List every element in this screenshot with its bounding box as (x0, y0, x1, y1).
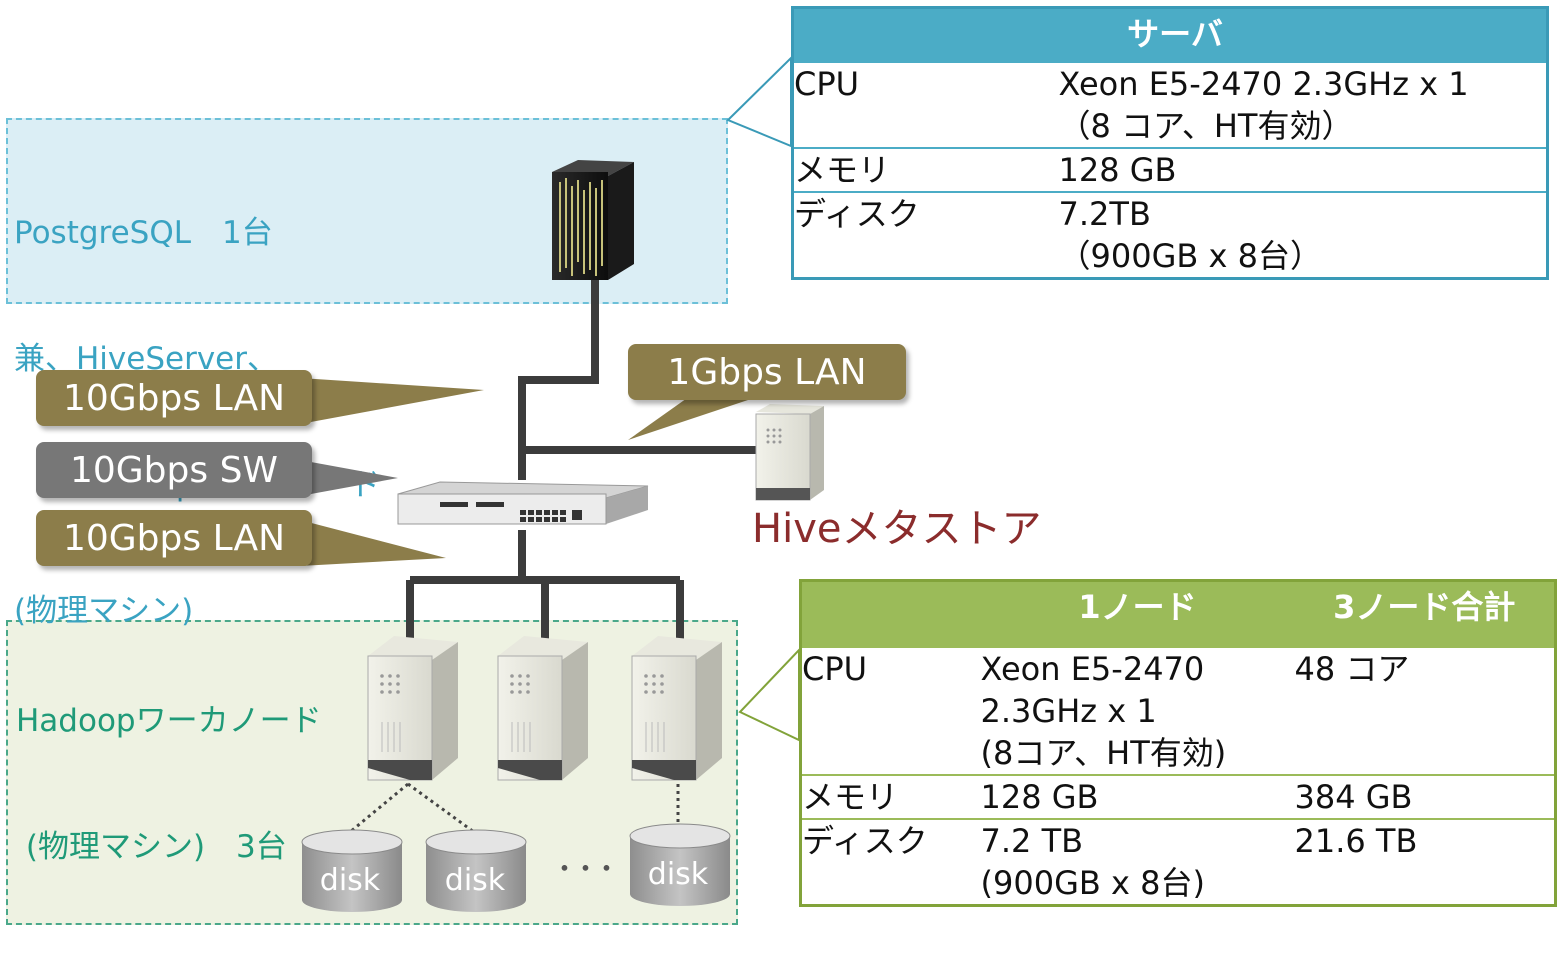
worker-line: Hadoopワーカノード (16, 703, 322, 739)
switch-label: 10Gbps SW (69, 449, 279, 491)
table-row: メモリ 128 GB (792, 147, 1548, 192)
server-table-header: サーバ (792, 7, 1548, 62)
total-value: 384 GB (1294, 774, 1556, 819)
value-line: （8 コア、HT有効） (1058, 107, 1354, 145)
disk-label-1: disk (320, 863, 381, 898)
hive-metastore-label: Hiveメタストア (752, 506, 1042, 552)
node-value: 7.2 TB (900GB x 8台) (980, 818, 1295, 906)
disk-icon-3 (629, 823, 731, 906)
lan-top-callout: 10Gbps LAN (36, 370, 312, 426)
value-line: (900GB x 8台) (980, 864, 1205, 902)
row-value: 7.2TB （900GB x 8台） (1058, 191, 1548, 279)
row-value: 128 GB (1058, 147, 1548, 192)
worker-server-icon-1 (367, 636, 458, 781)
lan-bottom-tail (300, 520, 446, 566)
disk-ellipsis: ･･･ (556, 850, 619, 890)
disk-icon-1 (301, 829, 403, 912)
value-line: 128 GB (980, 778, 1099, 816)
lan-top-label: 10Gbps LAN (62, 377, 286, 419)
network-cables (406, 272, 760, 640)
worker-server-icon-2 (497, 636, 588, 781)
total-value: 48 コア (1294, 646, 1556, 775)
total-value: 21.6 TB (1294, 818, 1556, 906)
worker-node-label: Hadoopワーカノード (物理マシン) 3台 (16, 616, 322, 910)
disk-label-3: disk (648, 857, 709, 892)
server-spec-table: サーバ CPU Xeon E5-2470 2.3GHz x 1 （8 コア、HT… (791, 6, 1549, 280)
value-line: （900GB x 8台） (1058, 237, 1322, 275)
node-value: 128 GB (980, 774, 1295, 819)
hive-metastore-server-icon (755, 404, 824, 501)
table-row: CPU Xeon E5-2470 2.3GHz x 1 (8コア、HT有効) 4… (800, 646, 1556, 775)
value-line: Xeon E5-2470 (980, 650, 1205, 688)
value-line: Xeon E5-2470 2.3GHz x 1 (1058, 65, 1469, 103)
lan-1g-tail (628, 396, 760, 440)
table-row: メモリ 128 GB 384 GB (800, 774, 1556, 819)
switch-callout: 10Gbps SW (36, 442, 312, 498)
node-spec-table: 1ノード 3ノード合計 CPU Xeon E5-2470 2.3GHz x 1 … (799, 579, 1557, 907)
row-value: Xeon E5-2470 2.3GHz x 1 （8 コア、HT有効） (1058, 61, 1548, 148)
table-row: CPU Xeon E5-2470 2.3GHz x 1 （8 コア、HT有効） (792, 61, 1548, 148)
disk-links (349, 782, 680, 834)
master-rack-server-icon (552, 160, 634, 280)
node-table-header-blank (800, 580, 981, 647)
master-line: PostgreSQL 1台 (14, 215, 273, 251)
node-value: Xeon E5-2470 2.3GHz x 1 (8コア、HT有効) (980, 646, 1295, 775)
value-line: 7.2 TB (980, 822, 1084, 860)
value-line: 2.3GHz x 1 (980, 692, 1157, 730)
row-label: CPU (800, 646, 981, 775)
lan-top-tail (300, 378, 484, 424)
master-line: (物理マシン) (14, 593, 194, 629)
row-label: ディスク (800, 818, 981, 906)
node-table-header-total: 3ノード合計 (1294, 580, 1556, 647)
value-line: 128 GB (1058, 151, 1177, 189)
lan-1g-callout: 1Gbps LAN (628, 344, 906, 400)
value-line: 48 コア (1294, 650, 1410, 688)
table-row: ディスク 7.2TB （900GB x 8台） (792, 191, 1548, 279)
node-table-pointer (738, 647, 800, 742)
node-table-header-single: 1ノード (980, 580, 1295, 647)
row-label: ディスク (792, 191, 1059, 279)
switch-tail (300, 460, 398, 496)
server-table-pointer (726, 55, 792, 148)
row-label: メモリ (792, 147, 1059, 192)
table-row: ディスク 7.2 TB (900GB x 8台) 21.6 TB (800, 818, 1556, 906)
disk-label-2: disk (445, 863, 506, 898)
lan-bottom-callout: 10Gbps LAN (36, 510, 312, 566)
value-line: 384 GB (1294, 778, 1413, 816)
value-line: 21.6 TB (1294, 822, 1418, 860)
worker-server-icon-3 (631, 636, 722, 781)
value-line: 7.2TB (1058, 195, 1151, 233)
row-label: メモリ (800, 774, 981, 819)
value-line: (8コア、HT有効) (980, 734, 1227, 772)
switch-icon (397, 481, 649, 525)
lan-1g-label: 1Gbps LAN (667, 351, 867, 393)
worker-line: (物理マシン) 3台 (16, 829, 287, 865)
row-label: CPU (792, 61, 1059, 148)
disk-icon-2 (425, 829, 527, 912)
lan-bottom-label: 10Gbps LAN (62, 517, 286, 559)
